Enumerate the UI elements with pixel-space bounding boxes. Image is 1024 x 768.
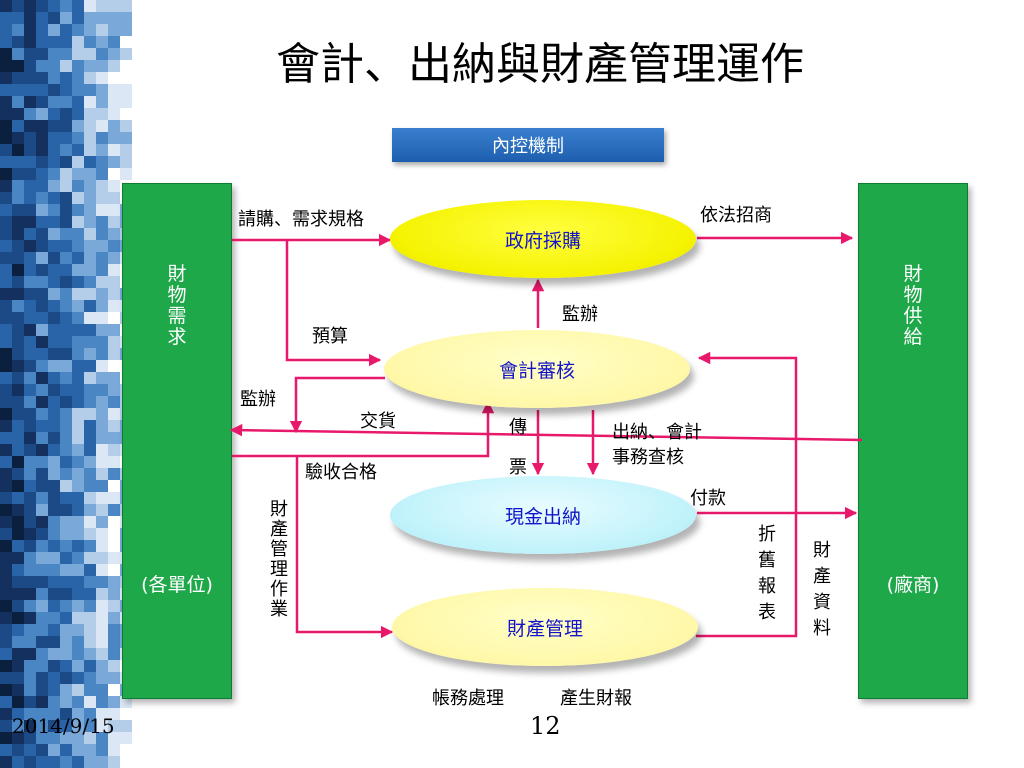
supply-panel: 財物供給 (廠商) (858, 183, 968, 699)
supply-panel-label: 財物供給 (859, 264, 967, 348)
label-cashier-audit-1: 出納、會計 (612, 422, 702, 443)
arrow-acceptance-to-audit (232, 400, 495, 458)
footer-date: 2014/9/15 (12, 714, 115, 738)
page-title: 會計、出納與財產管理運作 (276, 39, 804, 90)
arrow-delivery-to-demand (229, 423, 863, 442)
label-bookkeeping: 帳務處理 (432, 688, 504, 709)
internal-control-header: 內控機制 (392, 128, 664, 162)
arrow-budget-to-audit (285, 240, 382, 367)
label-payment: 付款 (690, 488, 726, 509)
vertical-text: 財物需求 (167, 263, 187, 348)
node-cashier: 現金出納 (390, 476, 696, 554)
label-property-data: 財產資料 (813, 540, 831, 639)
vertical-text: 財物供給 (903, 263, 923, 348)
supply-panel-sub: (廠商) (886, 574, 940, 596)
label-reports: 產生財報 (560, 688, 632, 709)
label-delivery: 交貨 (360, 411, 396, 432)
side-mosaic-decoration (0, 0, 132, 768)
label-property-ops: 財產管理作業 (270, 499, 288, 620)
label-request: 請購、需求規格 (238, 209, 364, 230)
demand-panel-sub: (各單位) (141, 574, 213, 596)
label-tender: 依法招商 (700, 205, 772, 226)
label-voucher: 傳票 (509, 417, 527, 478)
demand-panel: 財物需求 (各單位) (122, 183, 232, 699)
label-depreciation: 折舊報表 (758, 524, 776, 623)
arrow-property-to-audit (696, 351, 798, 638)
arrow-supervise-left (289, 376, 385, 434)
label-supervise-left: 監辦 (240, 389, 276, 410)
demand-panel-label: 財物需求 (123, 264, 231, 348)
arrow-property-ops (295, 456, 394, 639)
page-number: 12 (530, 712, 561, 740)
label-supervise-top: 監辦 (562, 304, 598, 325)
node-audit: 會計審核 (384, 330, 690, 408)
label-budget: 預算 (312, 326, 348, 347)
label-acceptance: 驗收合格 (305, 462, 377, 483)
label-cashier-audit-2: 事務查核 (612, 447, 684, 468)
node-procurement: 政府採購 (390, 200, 696, 278)
node-property: 財產管理 (392, 588, 698, 666)
